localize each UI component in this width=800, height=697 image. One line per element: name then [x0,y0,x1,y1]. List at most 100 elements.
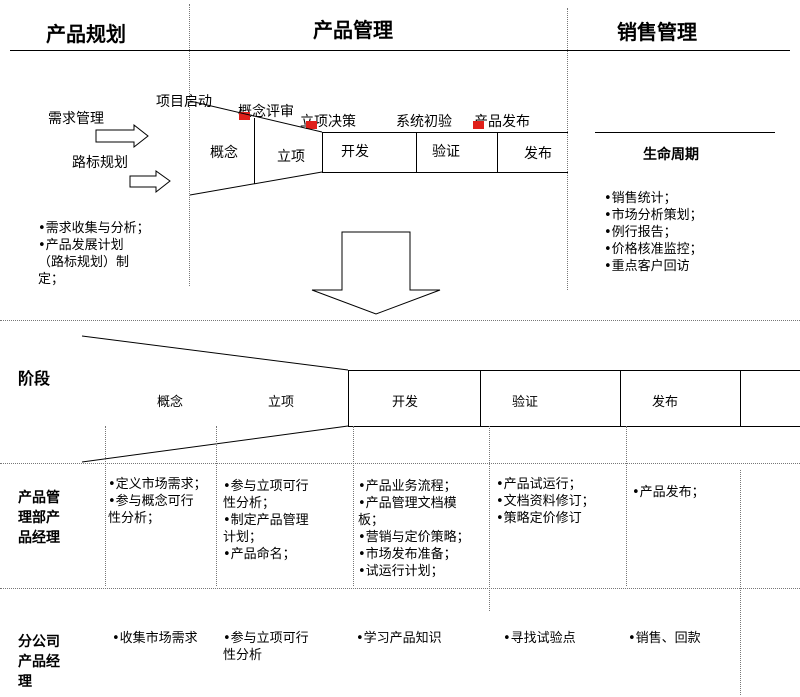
role-product-manager: 产品管 理部产 品经理 [18,488,60,548]
list-item: •市场分析策划； [604,208,703,223]
list-item: •产品业务流程； [358,479,457,494]
divider-sales [567,8,568,290]
milestone-marker-icon [306,121,317,129]
list-item: •试运行计划； [358,564,444,579]
col-dotted [626,426,627,586]
list-item: 计划； [223,530,263,545]
row-separator [0,463,800,464]
col-dotted [353,426,354,586]
milestone-product-release: 产品发布 [474,114,530,130]
milestone-project-start: 项目启动 [156,94,212,110]
list-item: •价格核准监控； [604,242,703,257]
right-arrow-icon [129,170,171,194]
col-dotted [489,426,490,611]
table-funnel-top [81,335,349,371]
sales-bullets: •销售统计； •市场分析策划； •例行报告； •价格核准监控； •重点客户回访 [604,190,703,275]
stage-bottom-line [322,172,568,173]
label-demand-management: 需求管理 [48,111,104,127]
funnel-bottom-line [189,171,323,196]
table-funnel-bottom [81,425,349,463]
stage-divider [416,132,417,172]
label-roadmap-planning: 路标规划 [72,155,128,171]
list-item: •产品命名； [223,547,296,562]
stage-top-line [322,132,568,133]
list-item: 性分析； [108,511,161,526]
table-header-bottom [348,426,800,427]
milestone-system-trial: 系统初验 [396,114,452,130]
list-item: •需求收集与分析； [38,221,150,236]
right-arrow-icon [95,123,149,149]
role-line: 理部产 [18,510,60,526]
list-item: •产品试运行； [496,477,582,492]
lifecycle-label: 生命周期 [643,147,699,163]
down-arrow-icon [311,231,441,315]
stage-header: 阶段 [18,369,51,388]
cell-r1-approval: •参与立项可行 性分析； •制定产品管理 计划； •产品命名； [223,478,309,563]
stage-divider [254,118,255,184]
header-col-line [620,370,621,426]
list-item: •产品发布； [632,485,705,500]
header-col-line [480,370,481,426]
table-header-top [348,370,800,371]
top-stage-approval: 立项 [277,149,305,165]
cell-r1-verification: •产品试运行； •文档资料修订； •策略定价修订 [496,476,595,527]
list-item: •产品发展计划 [38,238,124,253]
cell-r1-development: •产品业务流程； •产品管理文档模 板； •营销与定价策略； •市场发布准备； … [358,478,470,580]
top-stage-release: 发布 [524,146,552,162]
list-item: •定义市场需求； [108,477,207,492]
cell-r1-release: •产品发布； [632,484,705,501]
list-item: 性分析； [223,496,276,511]
list-item: •产品管理文档模 [358,496,457,511]
funnel-top-line [189,100,323,133]
list-item: •学习产品知识 [356,631,442,646]
header-divider [10,50,790,51]
milestone-marker-icon [473,121,484,129]
stage-verification: 验证 [512,395,539,410]
row-separator [0,588,800,589]
list-item: •参与立项可行 [223,479,309,494]
role-line: 产品管 [18,490,60,506]
list-item: •销售统计； [604,191,677,206]
role-branch-product-manager: 分公司 产品经 理 [18,632,60,692]
list-item: （路标规划）制 [38,255,130,270]
cell-r2-release: •销售、回款 [628,630,701,647]
top-stage-development: 开发 [341,144,369,160]
stage-release: 发布 [652,395,679,410]
cell-r2-verification: •寻找试验点 [503,630,576,647]
header-col-line [740,370,741,426]
list-item: •制定产品管理 [223,513,309,528]
section-separator [0,320,800,321]
list-item: •市场发布准备； [358,547,457,562]
cell-r2-approval: •参与立项可行 性分析 [223,630,309,664]
list-item: •寻找试验点 [503,631,576,646]
list-item: •销售、回款 [628,631,701,646]
divider-planning [189,4,190,286]
list-item: •参与立项可行 [223,631,309,646]
list-item: •参与概念可行 [108,494,194,509]
milestone-marker-icon [239,112,250,120]
top-stage-concept: 概念 [210,145,238,161]
header-col-line [348,370,349,426]
role-line: 产品经 [18,654,60,670]
stage-concept: 概念 [157,395,184,410]
header-sales-management: 销售管理 [617,20,697,44]
col-dotted [105,426,106,586]
list-item: •重点客户回访 [604,259,690,274]
list-item: •营销与定价策略； [358,530,470,545]
list-item: 性分析 [223,648,263,663]
cell-r1-concept: •定义市场需求； •参与概念可行 性分析； [108,476,207,527]
planning-bullets: •需求收集与分析； •产品发展计划 （路标规划）制 定； [38,220,150,288]
stage-divider [497,132,498,172]
list-item: •收集市场需求 [112,631,198,646]
role-line: 品经理 [18,530,60,546]
role-line: 分公司 [18,634,60,650]
list-item: •策略定价修订 [496,511,582,526]
list-item: 板； [358,513,385,528]
role-line: 理 [18,674,32,690]
stage-divider [322,132,323,172]
list-item: •例行报告； [604,225,677,240]
lifecycle-line [595,132,775,133]
list-item: •文档资料修订； [496,494,595,509]
col-dotted [216,426,217,586]
